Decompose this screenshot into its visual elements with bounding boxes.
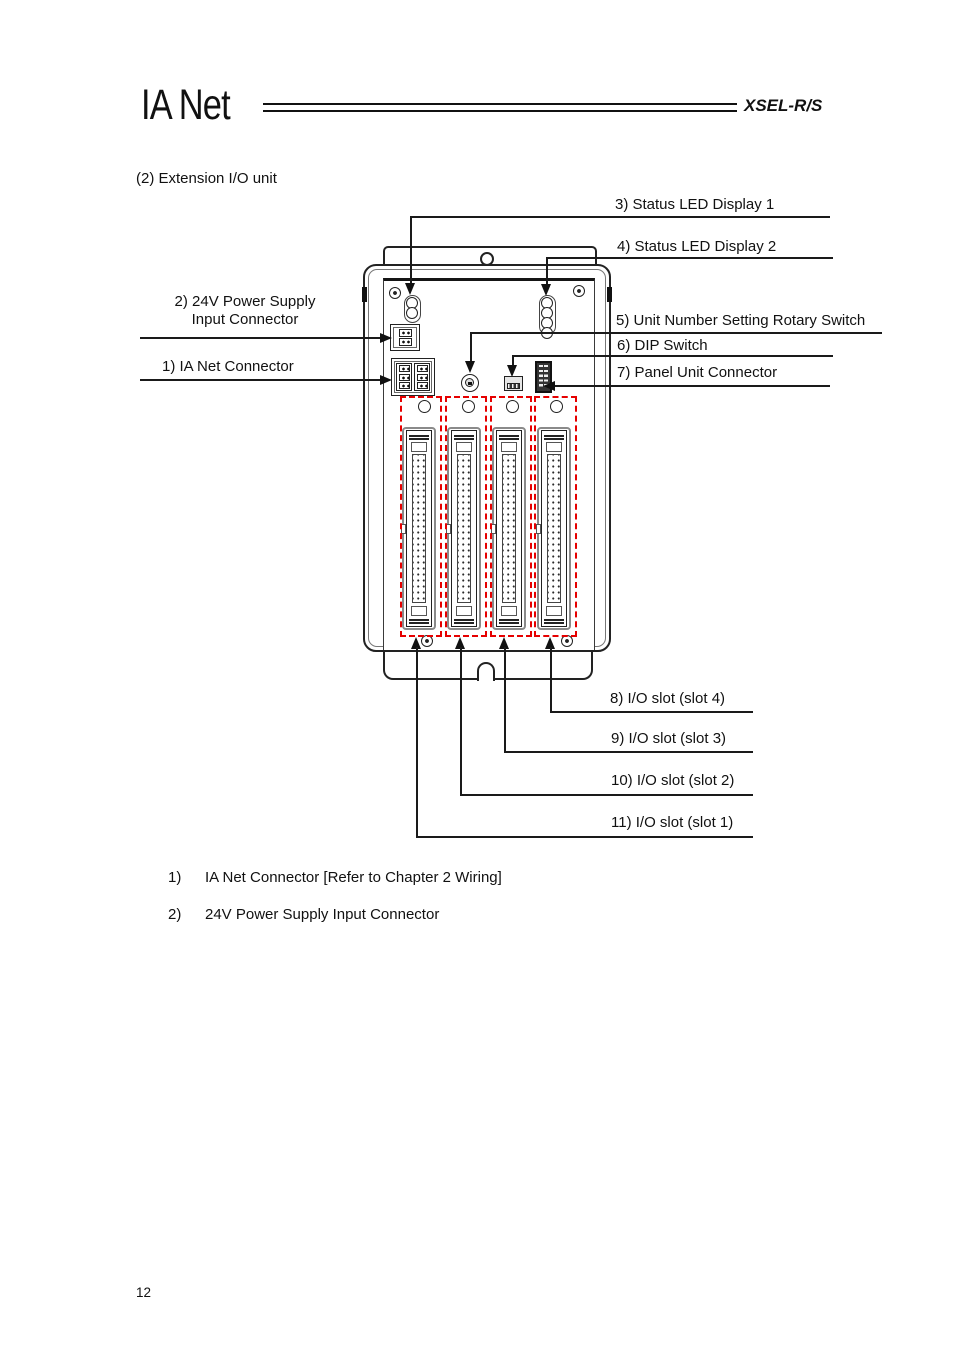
callout-label-io-slot-1: 11) I/O slot (slot 1)	[611, 814, 734, 831]
io-slot-connector-2	[446, 427, 481, 630]
callout-label-status-led-2: 4) Status LED Display 2	[617, 238, 777, 255]
callout-label-io-slot-3: 9) I/O slot (slot 3)	[611, 730, 727, 747]
callout-line	[504, 751, 753, 753]
model-label: XSEL-R/S	[744, 96, 823, 115]
footnote-2-number: 2)	[168, 906, 182, 923]
io-slot-connector-3	[491, 427, 526, 630]
io-slot-highlight-2	[445, 396, 487, 637]
callout-line	[460, 647, 462, 796]
io-slot-connector-4	[536, 427, 571, 630]
screw-icon-slot4	[550, 400, 563, 413]
callout-label-io-slot-2: 10) I/O slot (slot 2)	[611, 772, 735, 789]
arrow-down-icon	[541, 284, 551, 296]
screw-icon-top-right	[573, 285, 585, 297]
arrow-right-icon	[380, 332, 392, 343]
callout-line	[470, 332, 472, 362]
power-input-connector	[390, 324, 420, 351]
dip-switch	[504, 376, 523, 391]
callout-line	[550, 711, 753, 713]
callout-label-rotary-switch: 5) Unit Number Setting Rotary Switch	[616, 312, 866, 329]
ia-net-connector	[391, 358, 435, 396]
arrow-down-icon	[465, 361, 475, 373]
io-slot-connector-1	[401, 427, 436, 630]
callout-line	[512, 355, 833, 357]
callout-label-panel-unit: 7) Panel Unit Connector	[617, 364, 778, 381]
screw-icon-slot3	[506, 400, 519, 413]
led-lamp	[406, 307, 418, 319]
callout-line	[546, 257, 548, 285]
arrow-down-icon	[507, 365, 517, 377]
unit-number-rotary-switch	[461, 374, 479, 392]
io-slot-highlight-4	[534, 396, 577, 637]
arrow-up-icon	[545, 637, 555, 649]
arrow-up-icon	[499, 637, 509, 649]
callout-line	[504, 647, 506, 753]
callout-line	[554, 385, 830, 387]
section-heading: (2) Extension I/O unit	[136, 170, 277, 187]
header-rule-bottom	[263, 110, 737, 112]
callout-line	[546, 257, 833, 259]
arrow-right-icon	[380, 374, 392, 385]
page-number: 12	[136, 1285, 152, 1300]
arrow-left-icon	[543, 380, 555, 391]
callout-line	[140, 337, 382, 339]
footnote-1-number: 1)	[168, 869, 182, 886]
callout-label-power-supply: 2) 24V Power Supply Input Connector	[174, 293, 316, 328]
callout-line	[512, 355, 514, 366]
right-edge-tick	[607, 287, 612, 302]
arrow-up-icon	[411, 637, 421, 649]
header-rule-top	[263, 103, 737, 105]
callout-line	[410, 216, 830, 218]
screw-icon-slot2	[462, 400, 475, 413]
callout-line	[550, 647, 552, 713]
callout-line	[416, 836, 753, 838]
page-title: IA Net	[141, 81, 231, 129]
callout-line	[140, 379, 382, 381]
callout-label-ia-net: 1) IA Net Connector	[162, 358, 294, 375]
footnote-1-text: IA Net Connector [Refer to Chapter 2 Wir…	[205, 869, 502, 886]
screw-icon-top-left	[389, 287, 401, 299]
arrow-down-icon	[405, 283, 415, 295]
callout-label-status-led-1: 3) Status LED Display 1	[615, 196, 775, 213]
callout-label-io-slot-4: 8) I/O slot (slot 4)	[610, 690, 726, 707]
callout-label-dip-switch: 6) DIP Switch	[617, 337, 708, 354]
left-edge-tick	[362, 287, 367, 302]
callout-line	[410, 216, 412, 284]
callout-line	[460, 794, 753, 796]
bracket-notch	[477, 662, 495, 681]
callout-line	[470, 332, 882, 334]
callout-line	[416, 647, 418, 838]
arrow-up-icon	[455, 637, 465, 649]
screw-icon-slot1	[418, 400, 431, 413]
io-slot-highlight-1	[400, 396, 442, 637]
io-slot-highlight-3	[490, 396, 532, 637]
footnote-2-text: 24V Power Supply Input Connector	[205, 906, 440, 923]
